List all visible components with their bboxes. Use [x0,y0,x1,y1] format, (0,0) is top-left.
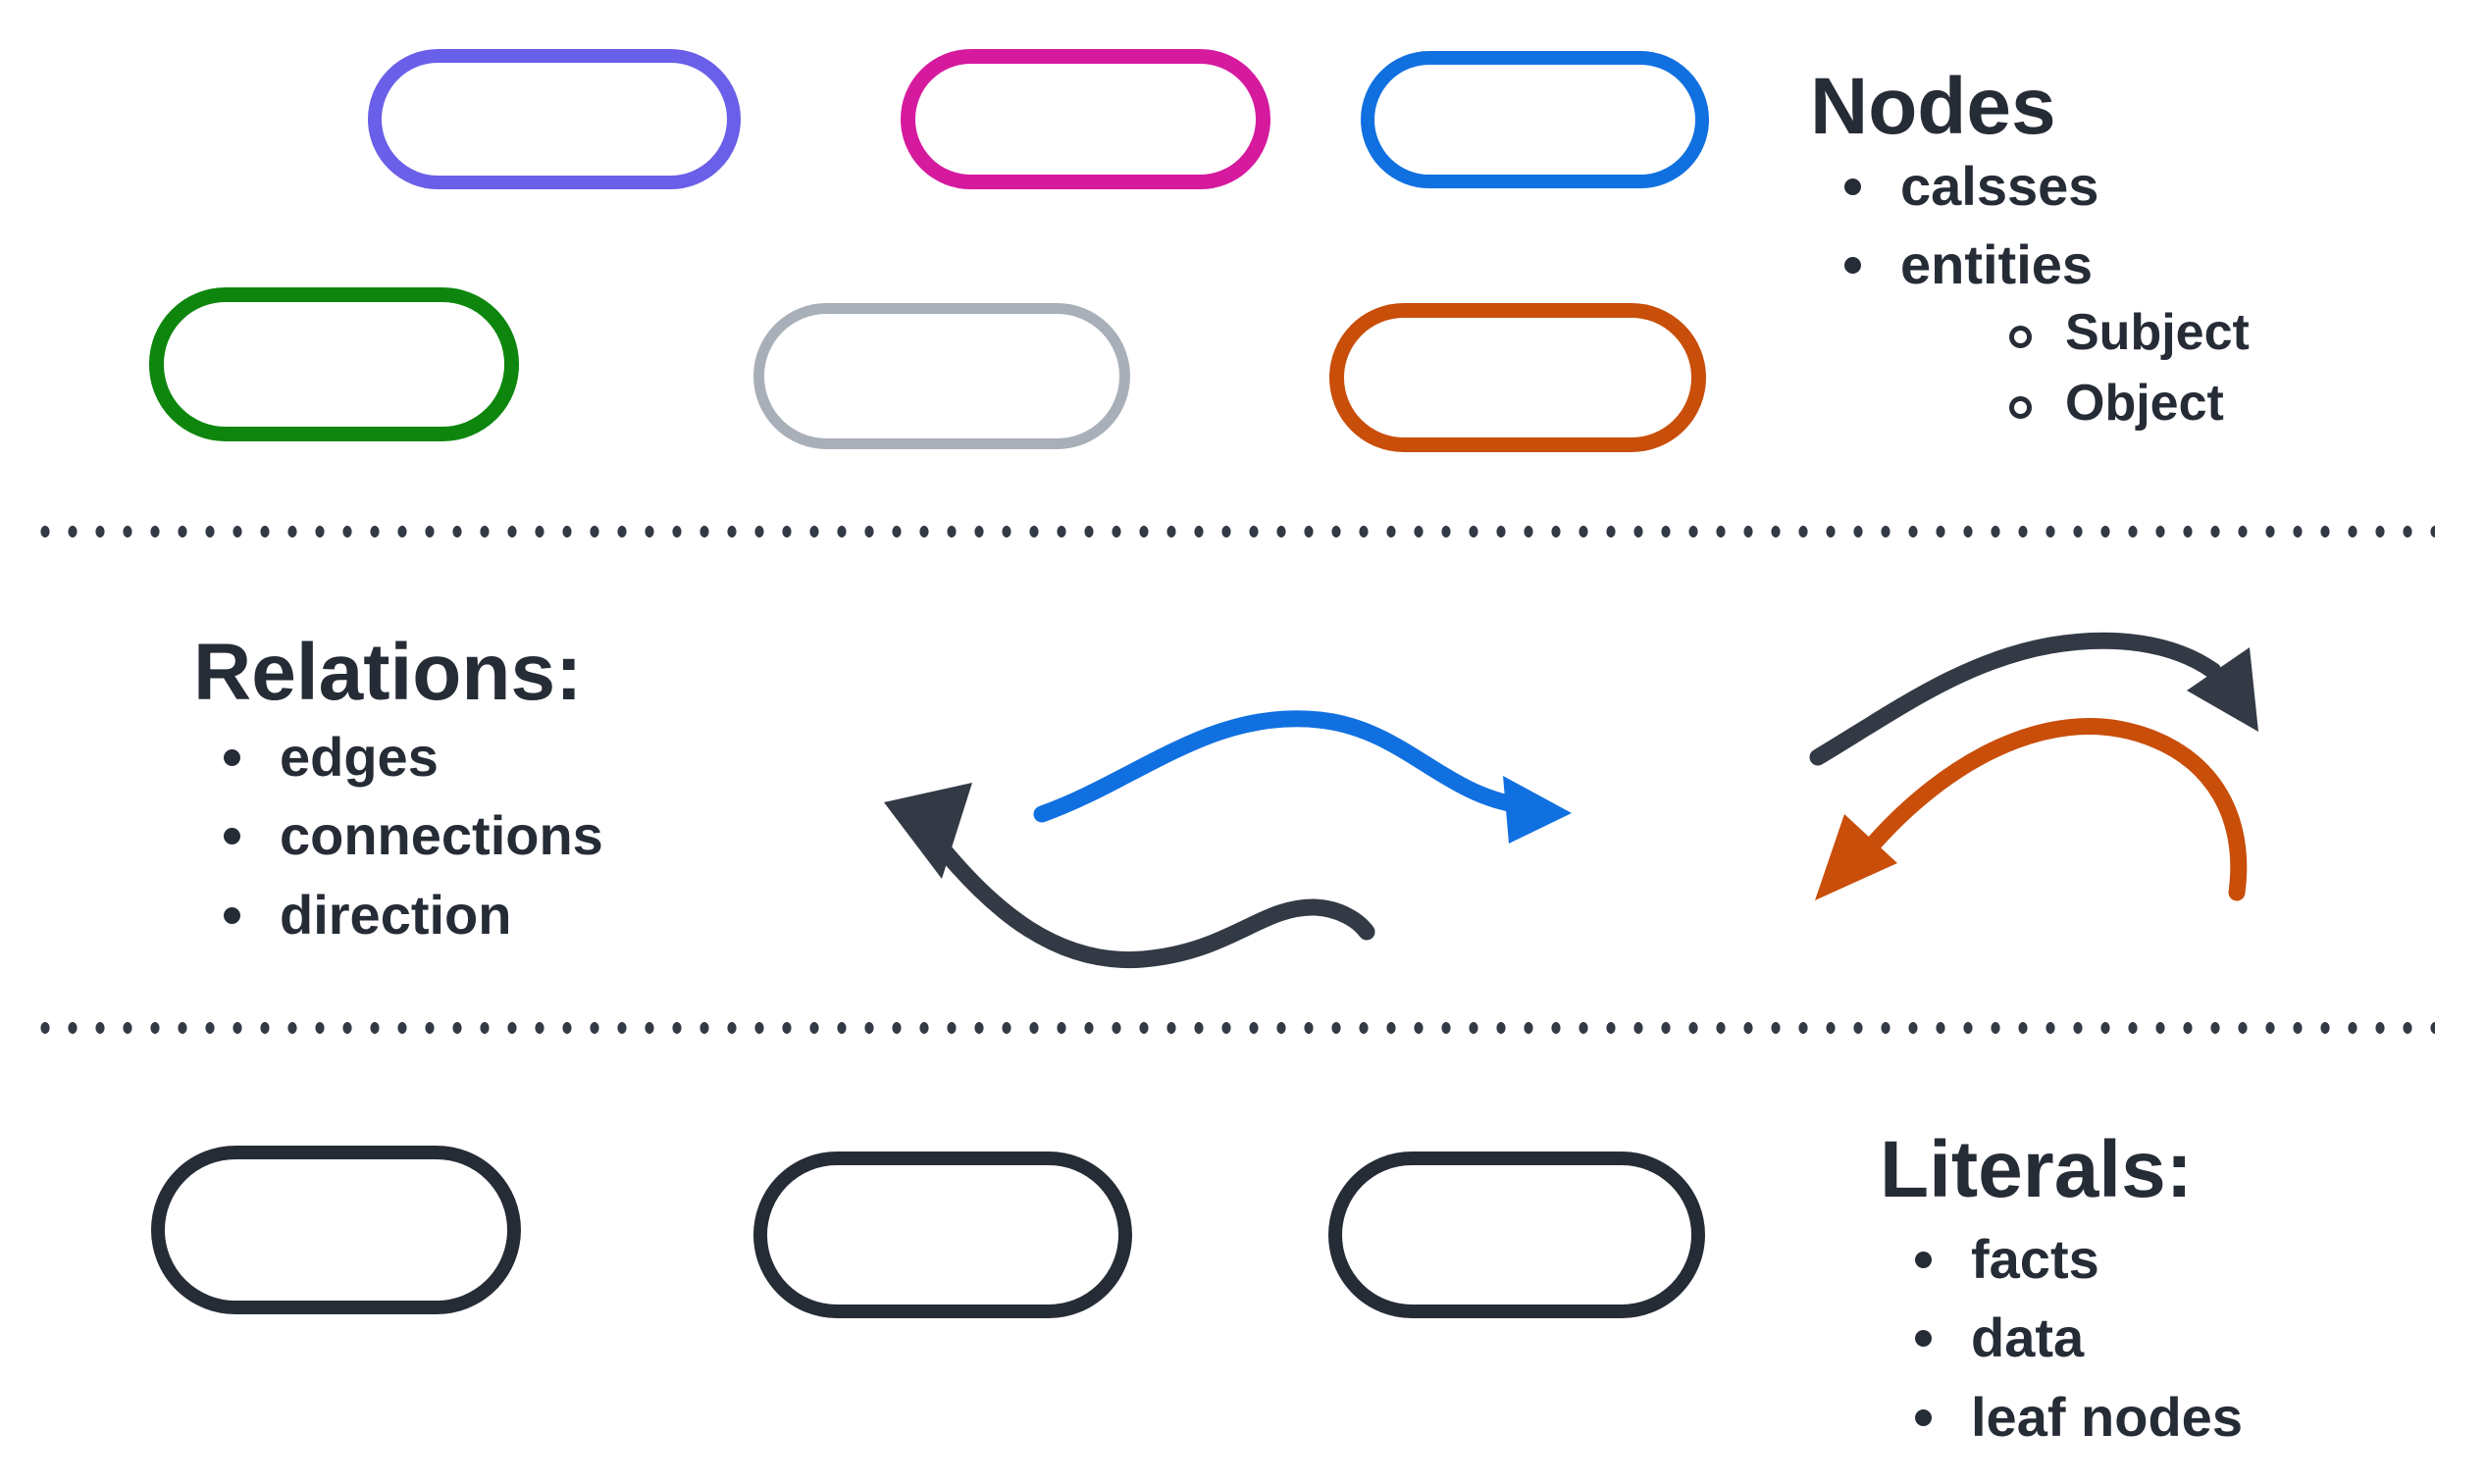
node-pill-magenta [901,49,1270,189]
list-item: entities [1844,233,2098,296]
list-item: direction [224,884,603,947]
literal-pill-2 [753,1151,1132,1318]
nodes-list: calsses entities [1844,155,2098,313]
bullet-circle-icon [2009,395,2032,419]
list-item-label: calsses [1900,155,2099,217]
bullet-disc-icon [224,749,240,766]
list-item: Object [2009,375,2250,434]
literal-pill-1 [151,1146,521,1314]
relation-arrow-dark-right [1809,632,2222,766]
relation-arrow-dark-right-head-icon [2187,647,2258,732]
relation-arrow-dark-left-head-icon [884,783,972,879]
list-item: Subject [2009,304,2250,363]
list-item-label: Subject [2065,304,2250,361]
list-item: facts [1915,1228,2243,1291]
literals-list: facts data leaf nodes [1915,1228,2243,1464]
list-item: data [1915,1306,2243,1369]
bullet-disc-icon [1915,1252,1932,1268]
list-item: calsses [1844,155,2098,218]
relation-arrow-orange-head-icon [1815,814,1897,900]
dotted-divider-top [31,522,2435,541]
node-pill-green [149,287,519,441]
list-item-label: edges [280,726,439,788]
list-item-label: connections [280,804,603,867]
node-pill-gray [753,303,1130,449]
nodes-sublist: Subject Object [2009,304,2250,445]
list-item-label: direction [280,883,512,946]
list-item-label: facts [1971,1228,2099,1290]
node-pill-blue [1361,51,1709,188]
bullet-disc-icon [224,828,240,845]
list-item-label: entities [1900,233,2094,296]
relation-arrow-dark-left [931,837,1375,969]
bullet-circle-icon [2009,326,2032,348]
relation-arrow-orange [1863,718,2248,901]
bullet-disc-icon [1915,1408,1932,1426]
literals-title: Literals: [1880,1125,2193,1214]
bullet-disc-icon [1915,1330,1932,1348]
bullet-disc-icon [1844,257,1861,275]
nodes-title: Nodes [1810,62,2056,151]
list-item-label: data [1971,1306,2085,1369]
literal-pill-3 [1328,1151,1705,1318]
list-item-label: Object [2065,374,2224,432]
list-item: leaf nodes [1915,1386,2243,1449]
bullet-disc-icon [1844,179,1861,195]
node-pill-orange [1329,303,1706,452]
relation-arrow-blue [1033,710,1528,823]
relations-list: edges connections direction [224,726,603,962]
relations-title: Relations: [193,628,583,717]
node-pill-purple [368,49,741,189]
list-item: edges [224,726,603,789]
relation-arrow-blue-head-icon [1503,776,1572,844]
list-item: connections [224,804,603,867]
list-item-label: leaf nodes [1971,1385,2243,1448]
dotted-divider-bottom [31,1018,2435,1038]
bullet-disc-icon [224,906,240,924]
